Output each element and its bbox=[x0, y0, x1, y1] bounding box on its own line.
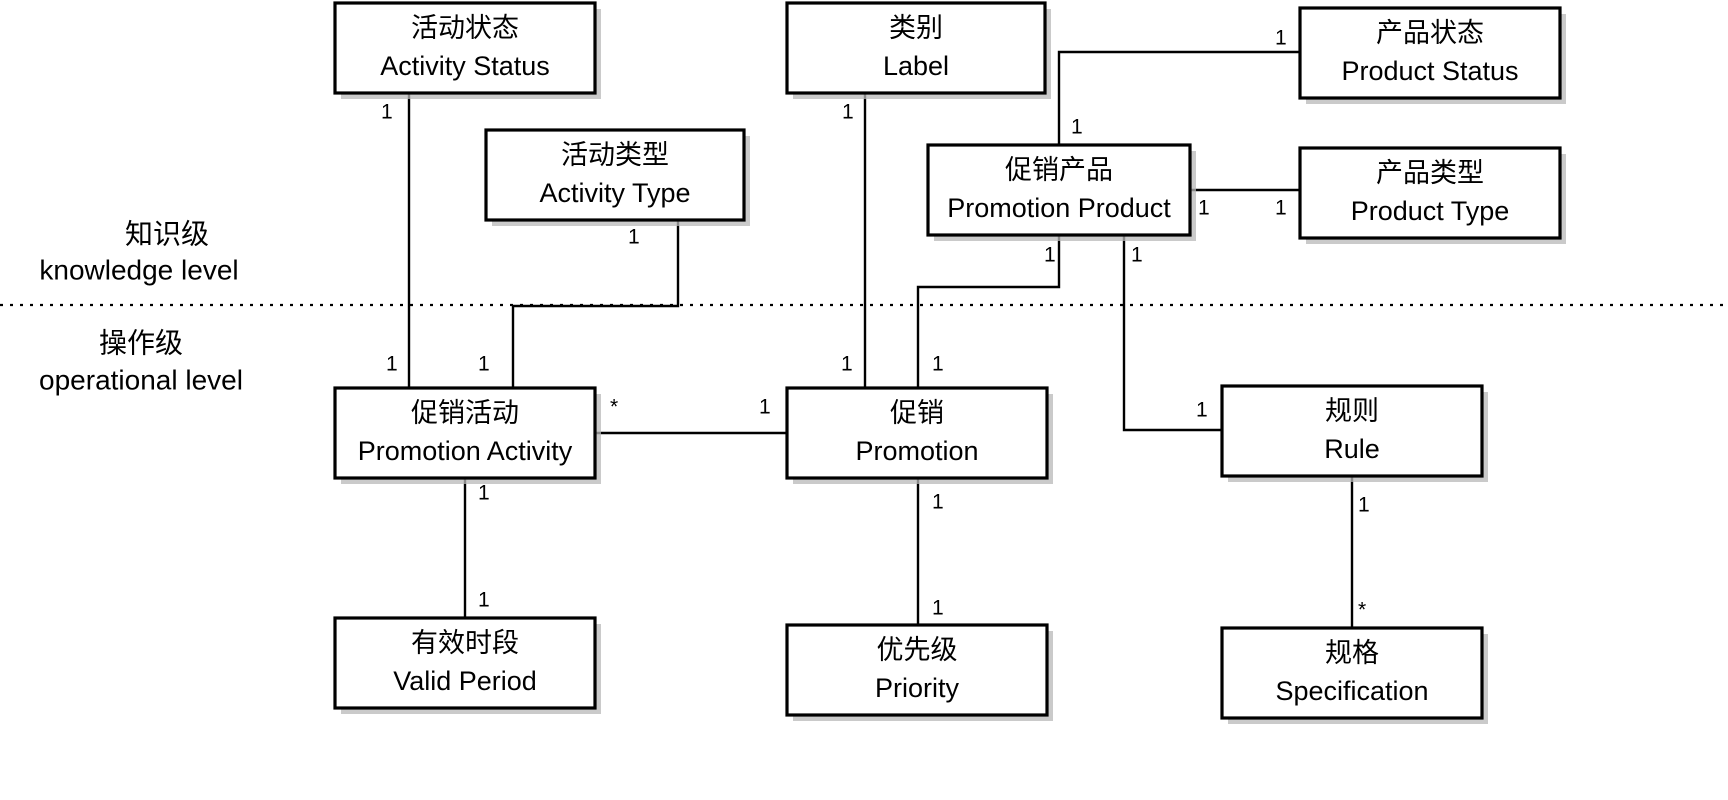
multiplicity-label: 1 bbox=[1275, 27, 1287, 50]
entity-rect-product-status[interactable] bbox=[1298, 6, 1562, 100]
entity-rect-rule[interactable] bbox=[1220, 384, 1484, 478]
multiplicity-layer: 1 1 1 1 1 1 1 1 1 1 1 1 1 * 1 1 1 1 1 1 1 * bbox=[381, 27, 1370, 622]
entity-box-activity-status[interactable]: 活动状态 Activity Status bbox=[333, 1, 601, 99]
entity-box-label[interactable]: 类别 Label bbox=[785, 1, 1051, 99]
entity-label-cn-valid-period: 有效时段 bbox=[411, 628, 519, 658]
entity-rect-promotion-activity[interactable] bbox=[333, 386, 597, 480]
entity-label-en-activity-type: Activity Type bbox=[539, 178, 690, 208]
entity-box-promotion[interactable]: 促销 Promotion bbox=[785, 386, 1053, 484]
connector-promotion-product--promotion bbox=[916, 235, 1061, 388]
multiplicity-label: 1 bbox=[478, 482, 490, 505]
level-label-knowledge-en: knowledge level bbox=[39, 254, 238, 285]
entity-label-en-valid-period: Valid Period bbox=[393, 666, 537, 696]
multiplicity-label: 1 bbox=[1071, 116, 1083, 139]
entity-label-cn-label: 类别 bbox=[889, 13, 943, 43]
entity-label-cn-product-status: 产品状态 bbox=[1376, 18, 1484, 48]
entity-rect-valid-period[interactable] bbox=[333, 616, 597, 710]
multiplicity-label: 1 bbox=[1198, 197, 1210, 220]
entity-label-cn-activity-status: 活动状态 bbox=[411, 13, 519, 43]
entity-rect-promotion[interactable] bbox=[785, 386, 1049, 480]
entity-label-en-product-type: Product Type bbox=[1351, 196, 1510, 226]
multiplicity-label: 1 bbox=[478, 589, 490, 612]
entity-label-cn-promotion-activity: 促销活动 bbox=[411, 398, 519, 428]
entity-rect-product-type[interactable] bbox=[1298, 146, 1562, 240]
entity-label-en-promotion: Promotion bbox=[855, 436, 978, 466]
entity-label-en-specification: Specification bbox=[1275, 676, 1428, 706]
entity-label-en-product-status: Product Status bbox=[1341, 56, 1518, 86]
entity-box-valid-period[interactable]: 有效时段 Valid Period bbox=[333, 616, 601, 714]
entity-label-en-promotion-product: Promotion Product bbox=[947, 193, 1171, 223]
entity-rect-activity-status[interactable] bbox=[333, 1, 597, 95]
entity-rect-specification[interactable] bbox=[1220, 626, 1484, 720]
entity-rect-promotion-product[interactable] bbox=[926, 143, 1192, 237]
entity-label-en-promotion-activity: Promotion Activity bbox=[358, 436, 573, 466]
entity-box-product-status[interactable]: 产品状态 Product Status bbox=[1298, 6, 1566, 104]
multiplicity-label: 1 bbox=[1044, 244, 1056, 267]
multiplicity-label: 1 bbox=[1196, 399, 1208, 422]
multiplicity-label: 1 bbox=[478, 353, 490, 376]
level-labels-layer: 知识级 knowledge level 操作级 operational leve… bbox=[39, 218, 243, 395]
entity-box-activity-type[interactable]: 活动类型 Activity Type bbox=[484, 128, 750, 226]
multiplicity-label: 1 bbox=[1358, 494, 1370, 517]
entity-label-cn-promotion-product: 促销产品 bbox=[1005, 155, 1113, 185]
entity-label-cn-activity-type: 活动类型 bbox=[561, 140, 669, 170]
multiplicity-label: 1 bbox=[386, 353, 398, 376]
connector-promotion-product--product-status bbox=[1057, 50, 1300, 145]
multiplicity-label: 1 bbox=[1131, 244, 1143, 267]
entity-label-en-label: Label bbox=[883, 51, 949, 81]
entity-label-cn-specification: 规格 bbox=[1325, 638, 1379, 668]
entity-box-promotion-activity[interactable]: 促销活动 Promotion Activity bbox=[333, 386, 601, 484]
connector-activity-type--promotion-activity bbox=[511, 220, 680, 388]
entity-rect-activity-type[interactable] bbox=[484, 128, 746, 222]
entity-box-specification[interactable]: 规格 Specification bbox=[1220, 626, 1488, 724]
entity-label-cn-rule: 规则 bbox=[1325, 396, 1379, 426]
multiplicity-label: 1 bbox=[842, 101, 854, 124]
entity-box-product-type[interactable]: 产品类型 Product Type bbox=[1298, 146, 1566, 244]
multiplicity-label: 1 bbox=[759, 396, 771, 419]
connectors-layer bbox=[407, 50, 1354, 628]
entity-box-priority[interactable]: 优先级 Priority bbox=[785, 623, 1053, 721]
entity-label-en-activity-status: Activity Status bbox=[380, 51, 550, 81]
entity-label-cn-product-type: 产品类型 bbox=[1376, 158, 1484, 188]
entity-box-promotion-product[interactable]: 促销产品 Promotion Product bbox=[926, 143, 1196, 241]
entity-rect-priority[interactable] bbox=[785, 623, 1049, 717]
multiplicity-label: 1 bbox=[932, 597, 944, 620]
entity-label-en-rule: Rule bbox=[1324, 434, 1380, 464]
entities-layer: 活动状态 Activity Status 活动类型 Activity Type 类别 La… bbox=[333, 1, 1566, 724]
multiplicity-label: 1 bbox=[628, 226, 640, 249]
level-label-operational-en: operational level bbox=[39, 364, 243, 395]
connector-promotion-product--rule bbox=[1122, 235, 1222, 432]
level-label-knowledge-cn: 知识级 bbox=[125, 218, 209, 249]
multiplicity-label: 1 bbox=[932, 491, 944, 514]
entity-box-rule[interactable]: 规则 Rule bbox=[1220, 384, 1488, 482]
multiplicity-label: 1 bbox=[841, 353, 853, 376]
level-label-operational-cn: 操作级 bbox=[99, 327, 183, 358]
multiplicity-label: 1 bbox=[381, 101, 393, 124]
multiplicity-label: 1 bbox=[932, 353, 944, 376]
entity-label-cn-priority: 优先级 bbox=[877, 635, 958, 665]
multiplicity-label: * bbox=[610, 396, 618, 419]
entity-rect-label[interactable] bbox=[785, 1, 1047, 95]
multiplicity-label: * bbox=[1358, 599, 1366, 622]
multiplicity-label: 1 bbox=[1275, 197, 1287, 220]
entity-label-en-priority: Priority bbox=[875, 673, 960, 703]
entity-label-cn-promotion: 促销 bbox=[890, 398, 944, 428]
